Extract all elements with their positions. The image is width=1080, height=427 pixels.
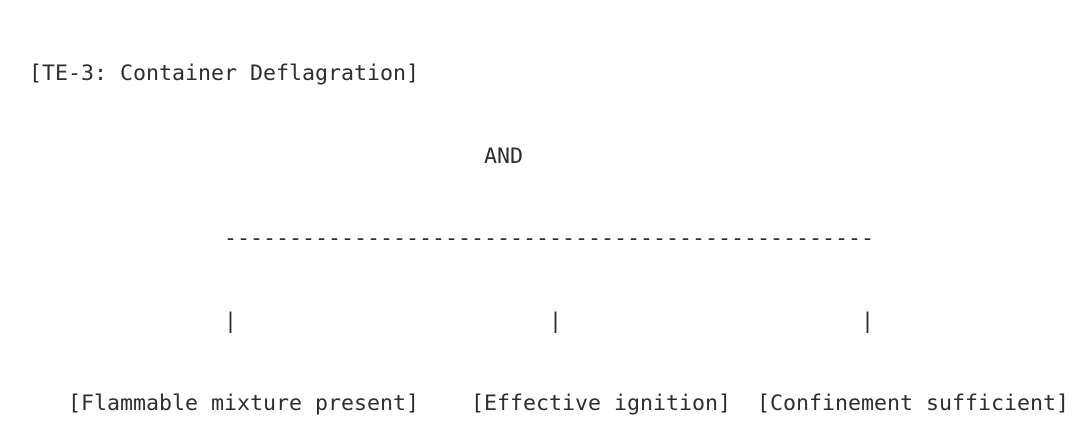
root-branch-connectors-line: | | | — [16, 308, 875, 334]
root-gate-line: AND — [16, 143, 524, 169]
root-branch-rule-line: ----------------------------------------… — [16, 226, 875, 251]
top-event-label-line: [TE-3: Container Deflagration] — [16, 61, 420, 86]
intermediate-events-line: [Flammable mixture present] [Effective i… — [16, 391, 1070, 416]
